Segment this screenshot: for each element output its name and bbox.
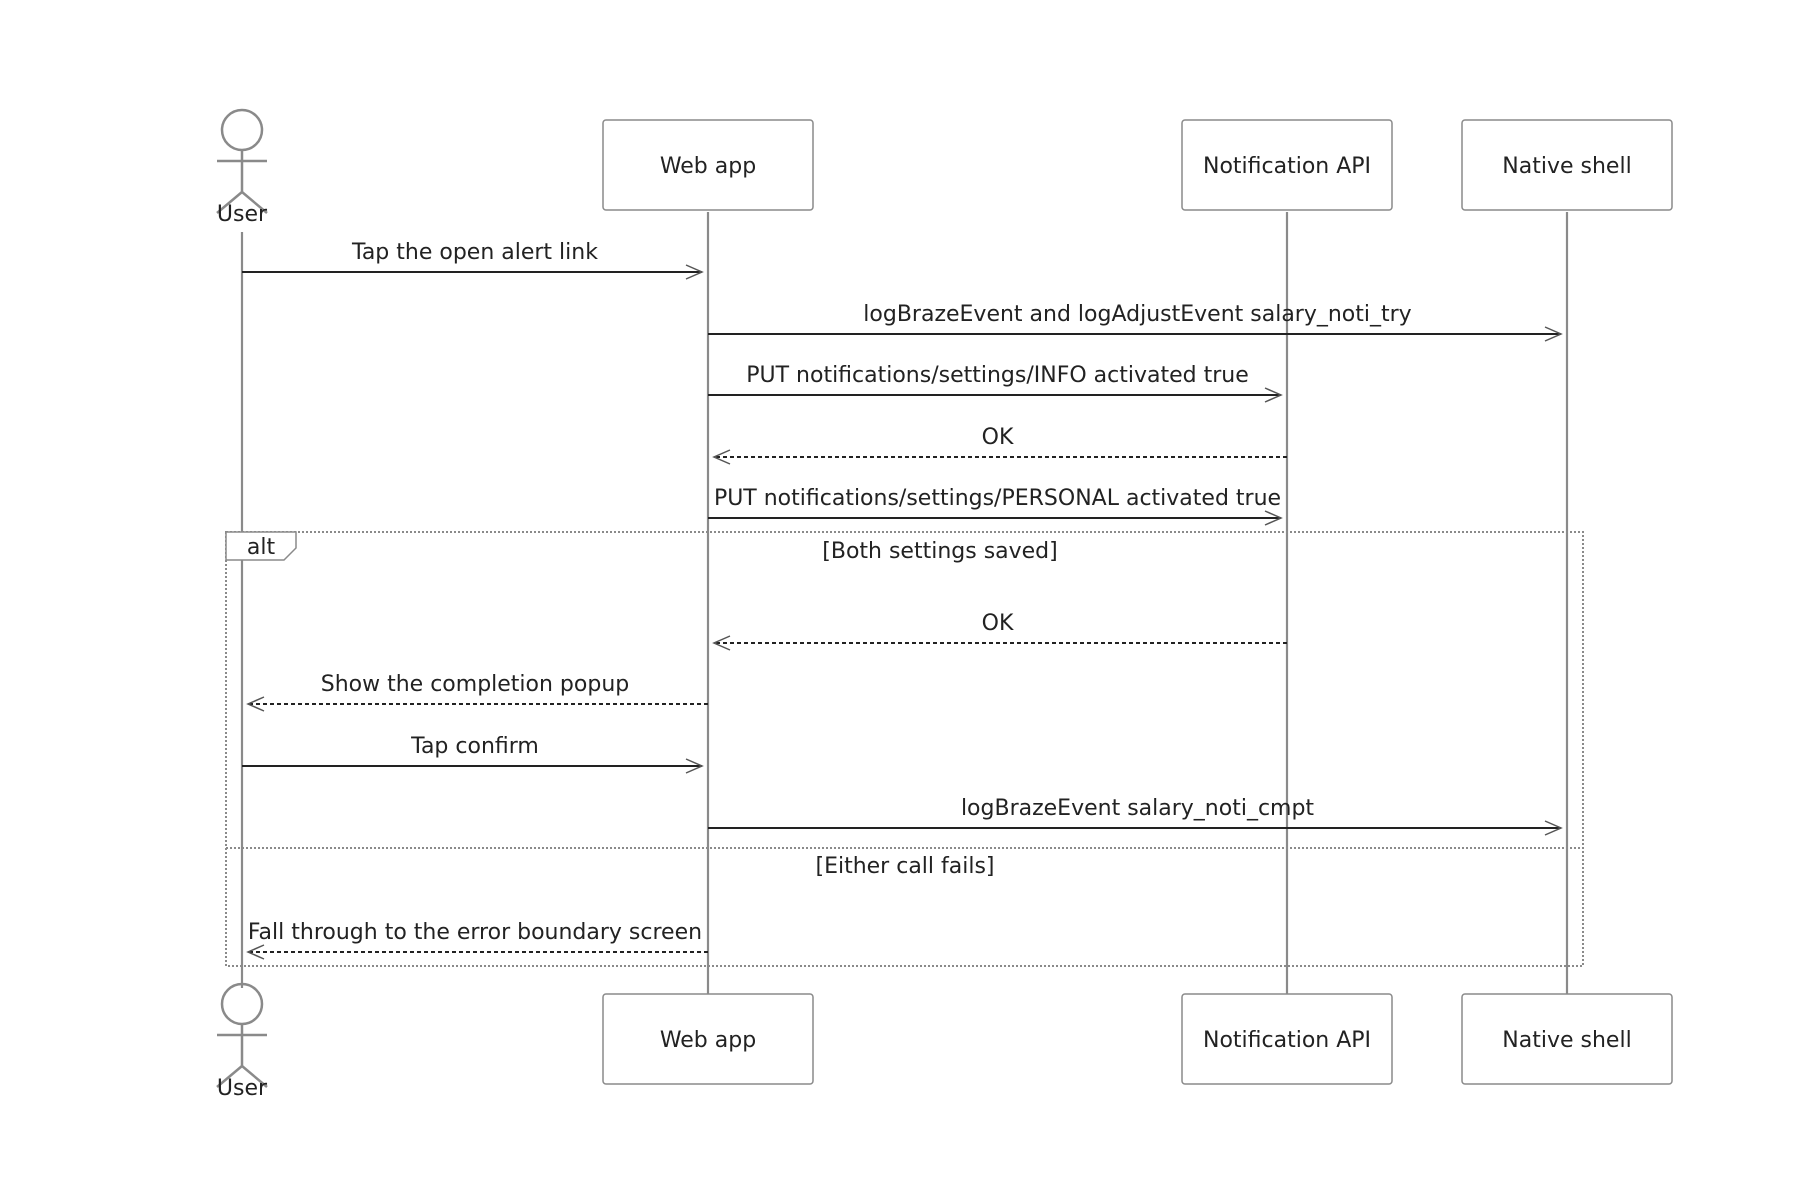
- alt-frame-tag: [225, 531, 297, 561]
- message-label: PUT notifications/settings/PERSONAL acti…: [714, 486, 1281, 511]
- arrowhead: [712, 449, 731, 465]
- participant-box-api-bottom: [1181, 993, 1393, 1085]
- arrowhead: [246, 696, 265, 712]
- participant-box-api-top: [1181, 119, 1393, 211]
- message-label: Fall through to the error boundary scree…: [248, 920, 702, 945]
- arrowhead: [1544, 820, 1563, 836]
- message-label: logBrazeEvent salary_noti_cmpt: [961, 796, 1314, 821]
- message-label: OK: [982, 611, 1014, 636]
- actor-head: [220, 108, 264, 152]
- participant-label: Native shell: [1502, 154, 1631, 179]
- alt-frame-tag-label: alt: [247, 535, 276, 560]
- message-label: PUT notifications/settings/INFO activate…: [746, 363, 1249, 388]
- actor-user-bottom: [216, 982, 268, 1088]
- participant-label: Web app: [660, 154, 756, 179]
- actor-leg: [241, 1065, 268, 1088]
- participant-label: Notification API: [1203, 1028, 1371, 1053]
- arrowhead: [1264, 510, 1283, 526]
- message-label: OK: [982, 425, 1014, 450]
- actor-label: User: [217, 1076, 268, 1101]
- arrowhead: [685, 758, 704, 774]
- actor-leg: [216, 191, 243, 214]
- participant-box-web-top: [602, 119, 814, 211]
- message-label: Tap the open alert link: [351, 240, 598, 265]
- participant-box-native-bottom: [1461, 993, 1673, 1085]
- actor-leg: [216, 1065, 243, 1088]
- participant-label: Web app: [660, 1028, 756, 1053]
- participant-label: Native shell: [1502, 1028, 1631, 1053]
- arrowhead: [1544, 326, 1563, 342]
- message-label: logBrazeEvent and logAdjustEvent salary_…: [863, 302, 1411, 327]
- actor-user-top: [216, 108, 268, 214]
- alt-frame: [225, 531, 1584, 967]
- arrowhead: [685, 264, 704, 280]
- actor-label: User: [217, 202, 268, 227]
- arrowhead: [246, 944, 265, 960]
- message-label: Show the completion popup: [321, 672, 629, 697]
- arrowhead: [1264, 387, 1283, 403]
- actor-head: [220, 982, 264, 1026]
- arrowhead: [712, 635, 731, 651]
- participant-box-native-top: [1461, 119, 1673, 211]
- participant-label: Notification API: [1203, 154, 1371, 179]
- actor-leg: [241, 191, 268, 214]
- participant-box-web-bottom: [602, 993, 814, 1085]
- message-label: Tap confirm: [410, 734, 539, 759]
- alt-section-condition: [Both settings saved]: [822, 539, 1057, 564]
- alt-section-condition: [Either call fails]: [815, 854, 994, 879]
